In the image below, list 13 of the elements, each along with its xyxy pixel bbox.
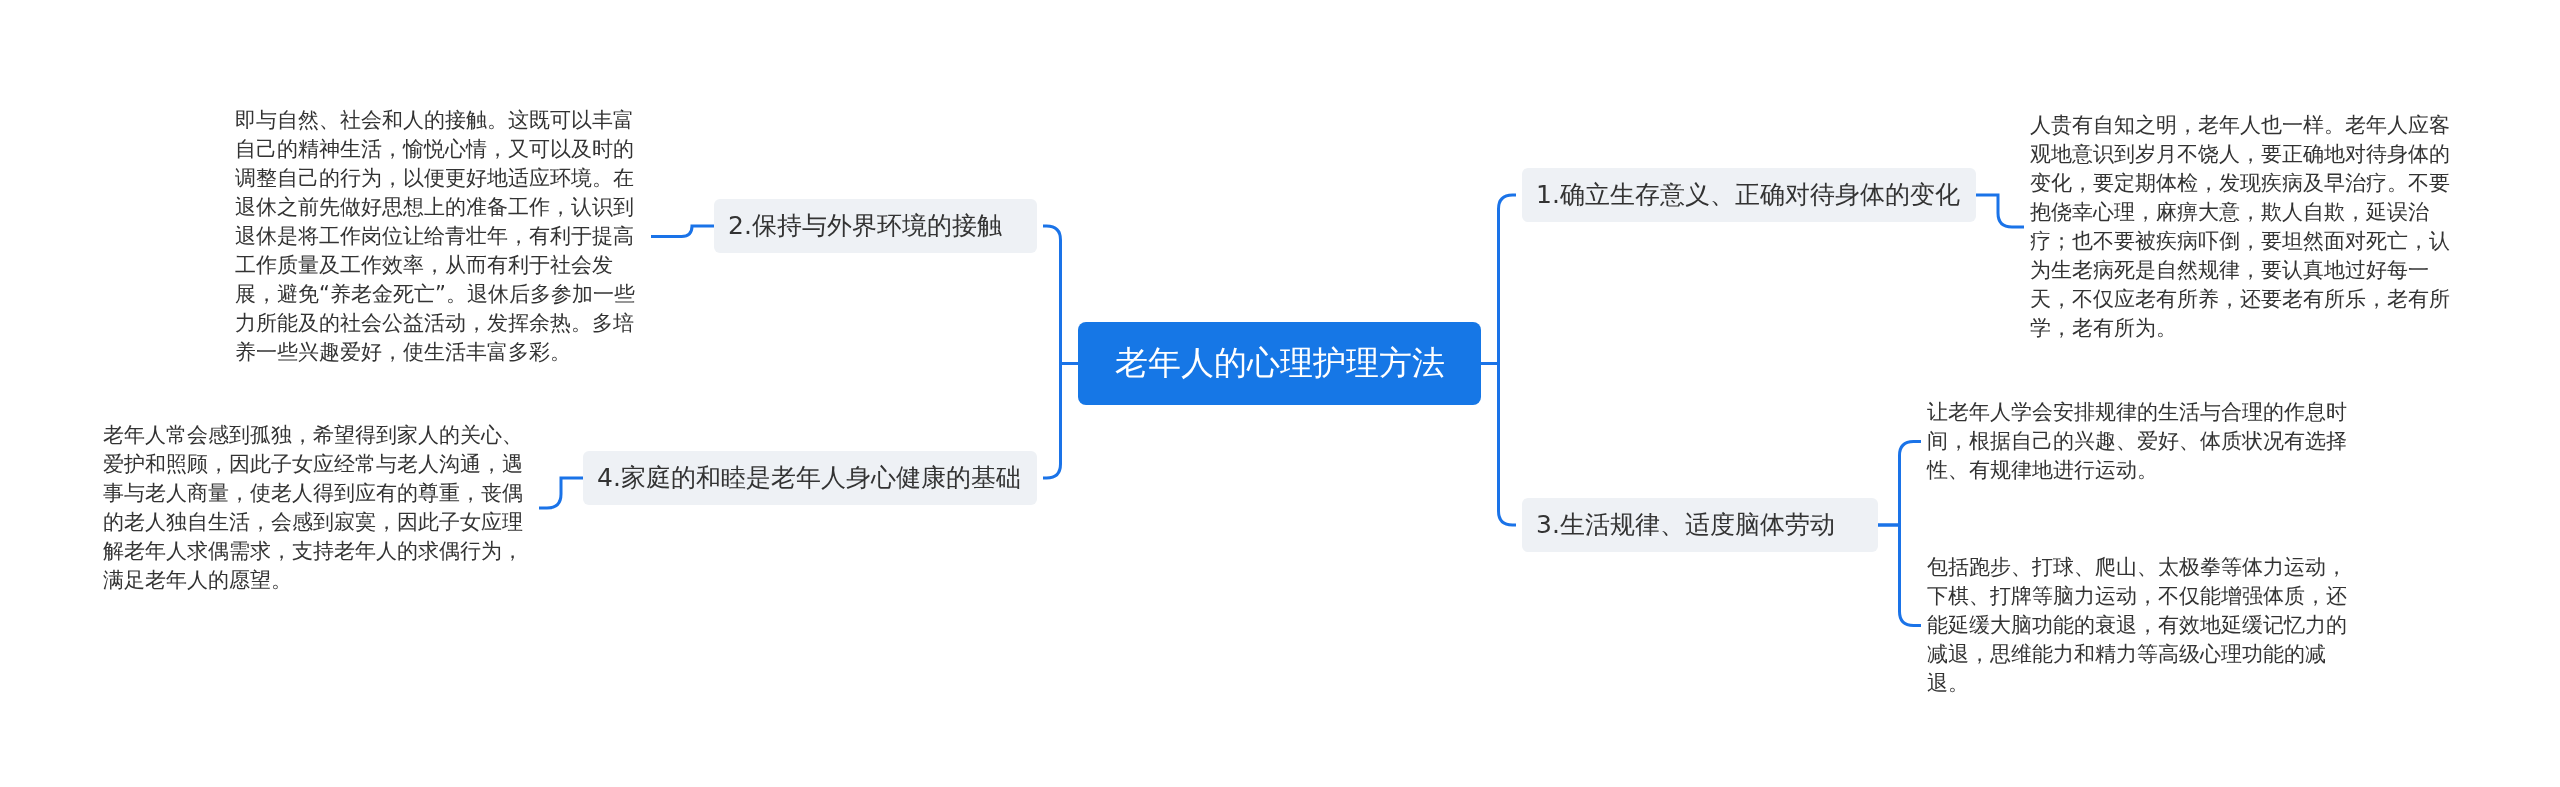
- note-text: 老年人常会感到孤独，希望得到家人的关心、爱护和照顾，因此子女应经常与老人沟通，遇事与老人商量，使老人得到应有的尊重，丧偶的老人独自生活，会感到寂寞，因此子女应理解老年人求偶需求，支持老年人的求偶行为，满足老年人的愿望。: [103, 421, 533, 595]
- note-text: 即与自然、社会和人的接触。这既可以丰富自己的精神生活，愉悦心情，又可以及时的调整自己的行为，以便更好地适应环境。在退休之前先做好思想上的准备工作，认识到退休是将工作岗位让给青壮年，有利于提高工作质量及工作效率，从而有利于社会发展，避免“养老金死亡”。退休后多参加一些力所能及的社会公益活动，发挥余热。多培养一些兴趣爱好，使生活丰富多彩。: [235, 106, 645, 367]
- topic-box: 3.生活规律、适度脑体劳动: [1522, 498, 1878, 552]
- central-topic-box: 老年人的心理护理方法: [1078, 322, 1481, 405]
- connector-line: [1976, 193, 2024, 229]
- note-text: 包括跑步、打球、爬山、太极拳等体力运动，下棋、打牌等脑力运动，不仅能增强体质，还能延缓大脑功能的衰退，有效地延缓记忆力的减退，思维能力和精力等高级心理功能的减退。: [1927, 553, 2357, 698]
- connector-line: [651, 224, 714, 238]
- note-text: 让老年人学会安排规律的生活与合理的作息时间，根据自己的兴趣、爱好、体质状况有选择性、有规律地进行运动。: [1927, 398, 2357, 485]
- topic-box: 4.家庭的和睦是老年人身心健康的基础: [583, 451, 1037, 505]
- connector-line: [539, 476, 583, 510]
- note-text: 人贵有自知之明，老年人也一样。老年人应客观地意识到岁月不饶人，要正确地对待身体的变化，要定期体检，发现疾病及早治疗。不要抱侥幸心理，麻痹大意，欺人自欺，延误治疗；也不要被疾病吓倒，要坦然面对死亡，认为生老病死是自然规律，要认真地过好每一天，不仅应老有所养，还要老有所乐，老有所学，老有所为。: [2030, 111, 2460, 343]
- topic-box: 1.确立生存意义、正确对待身体的变化: [1522, 168, 1976, 222]
- topic-box: 2.保持与外界环境的接触: [714, 199, 1037, 253]
